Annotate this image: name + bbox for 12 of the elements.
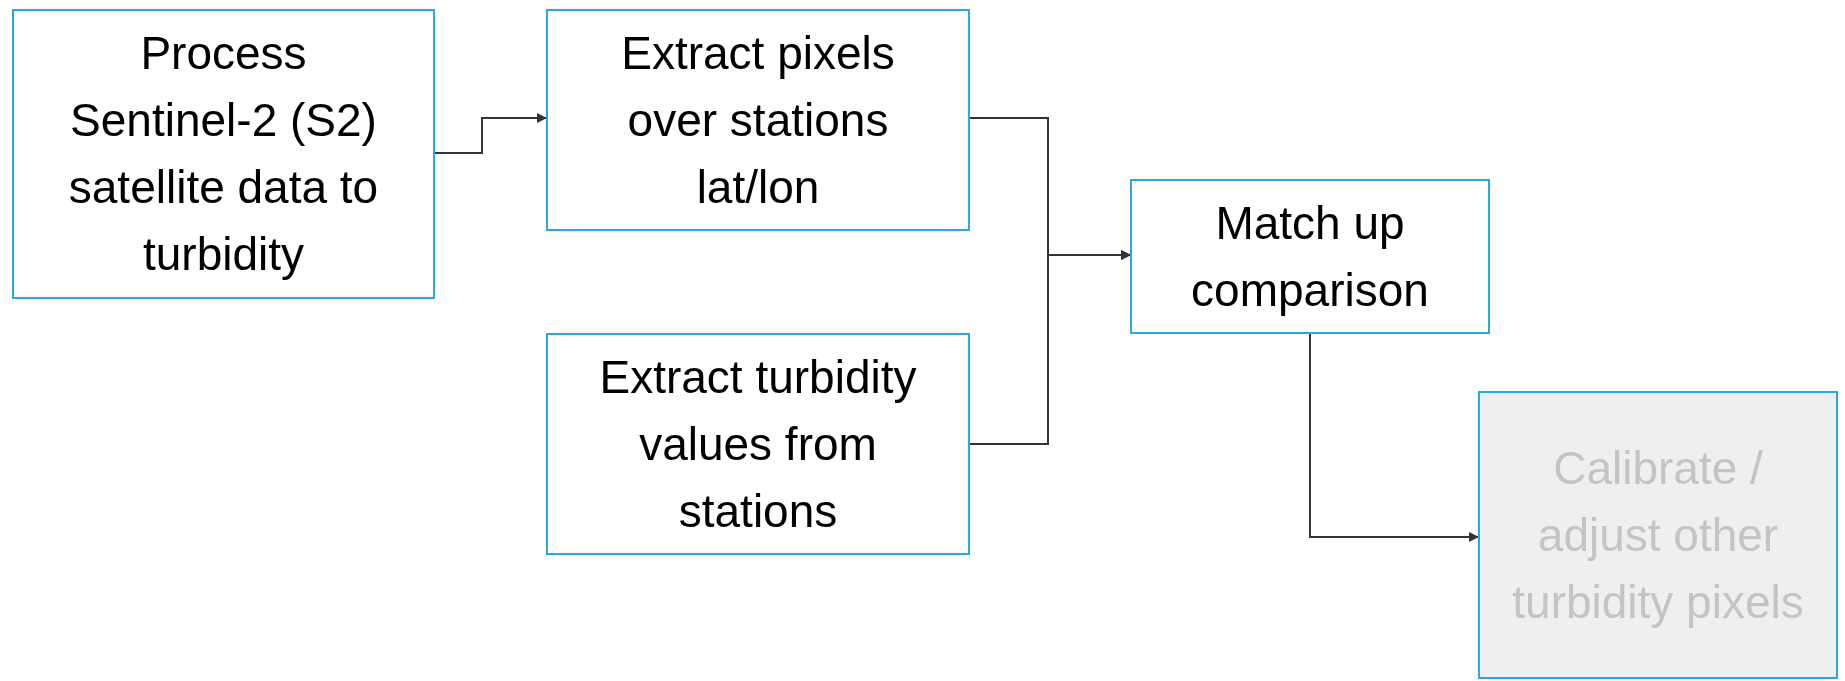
process-box xyxy=(1478,391,1838,679)
box-label: Extract pixels over stations lat/lon xyxy=(620,25,896,215)
connector-arrow xyxy=(969,250,1131,445)
box-label: Extract turbidity values from stations xyxy=(598,349,918,539)
connector-arrow xyxy=(434,113,547,154)
box-label: Process Sentinel-2 (S2) satellite data to turbidity xyxy=(67,26,380,282)
process-box xyxy=(546,9,970,231)
process-box xyxy=(12,9,435,299)
connector-arrow xyxy=(1309,333,1479,542)
process-box xyxy=(1130,179,1490,334)
box-label: Match up comparison xyxy=(1190,195,1430,318)
process-box xyxy=(546,333,970,555)
